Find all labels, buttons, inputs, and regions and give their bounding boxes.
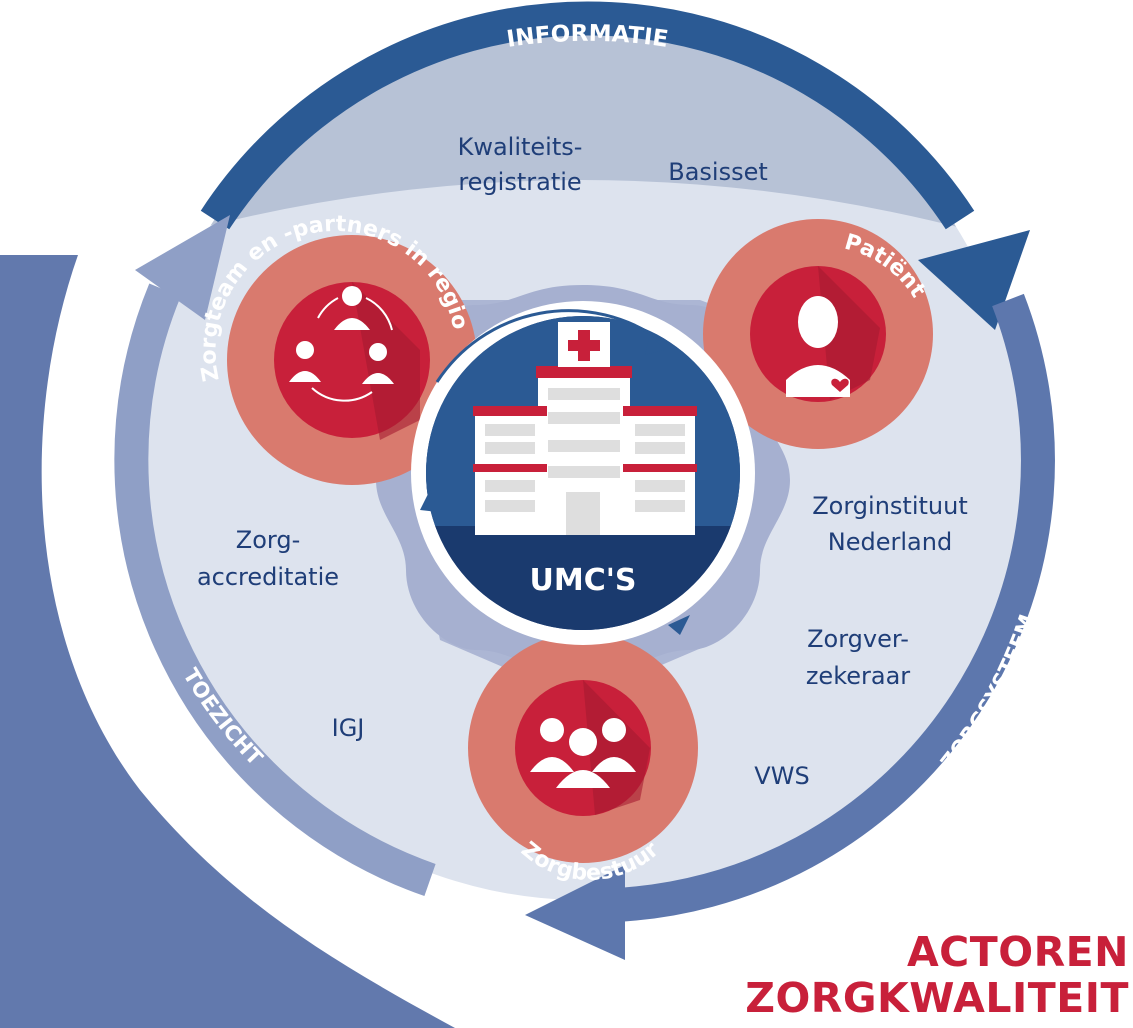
- actor-patient: Patiënt: [703, 219, 933, 449]
- board-people-icon: [530, 718, 636, 788]
- label-kwaliteits: Kwaliteits-: [458, 133, 583, 161]
- informatie-ring-arc: [200, 1, 975, 230]
- toezicht-ring-arc: [114, 283, 436, 897]
- label-igj: IGJ: [332, 714, 365, 742]
- patient-person-icon: [786, 296, 850, 397]
- label-registratie: registratie: [458, 168, 581, 196]
- heart-icon: [831, 378, 849, 392]
- hospital-building-icon: [473, 322, 697, 535]
- label-zorg: Zorg-: [236, 526, 300, 554]
- toezicht-arrow-head: [135, 215, 230, 320]
- team-people-icon: [289, 286, 394, 402]
- refresh-arrow-left: [420, 490, 438, 512]
- red-cross-icon: [568, 330, 600, 361]
- label-zorgver: Zorgver-: [807, 625, 909, 653]
- zorgsysteem-arrow-head: [525, 865, 625, 960]
- title-line-2: ZORGKWALITEIT: [745, 974, 1129, 1022]
- refresh-arrow-top: [645, 335, 665, 355]
- label-nederland: Nederland: [828, 528, 952, 556]
- label-zekeraar: zekeraar: [806, 662, 910, 690]
- label-accreditatie: accreditatie: [197, 563, 339, 591]
- umc-center: UMC'S: [411, 301, 755, 645]
- left-sweep-band: [0, 255, 455, 1028]
- actor-zorgteam: Zorgteam en -partners in regio: [196, 212, 477, 485]
- label-basisset: Basisset: [668, 158, 768, 186]
- umc-label: UMC'S: [529, 563, 636, 598]
- title-line-1: ACTOREN: [906, 928, 1129, 976]
- zorgsysteem-ring-arc: [614, 293, 1055, 922]
- refresh-arrow-right: [668, 615, 690, 635]
- label-vws: VWS: [754, 762, 809, 790]
- label-zorginstituut: Zorginstituut: [812, 492, 968, 520]
